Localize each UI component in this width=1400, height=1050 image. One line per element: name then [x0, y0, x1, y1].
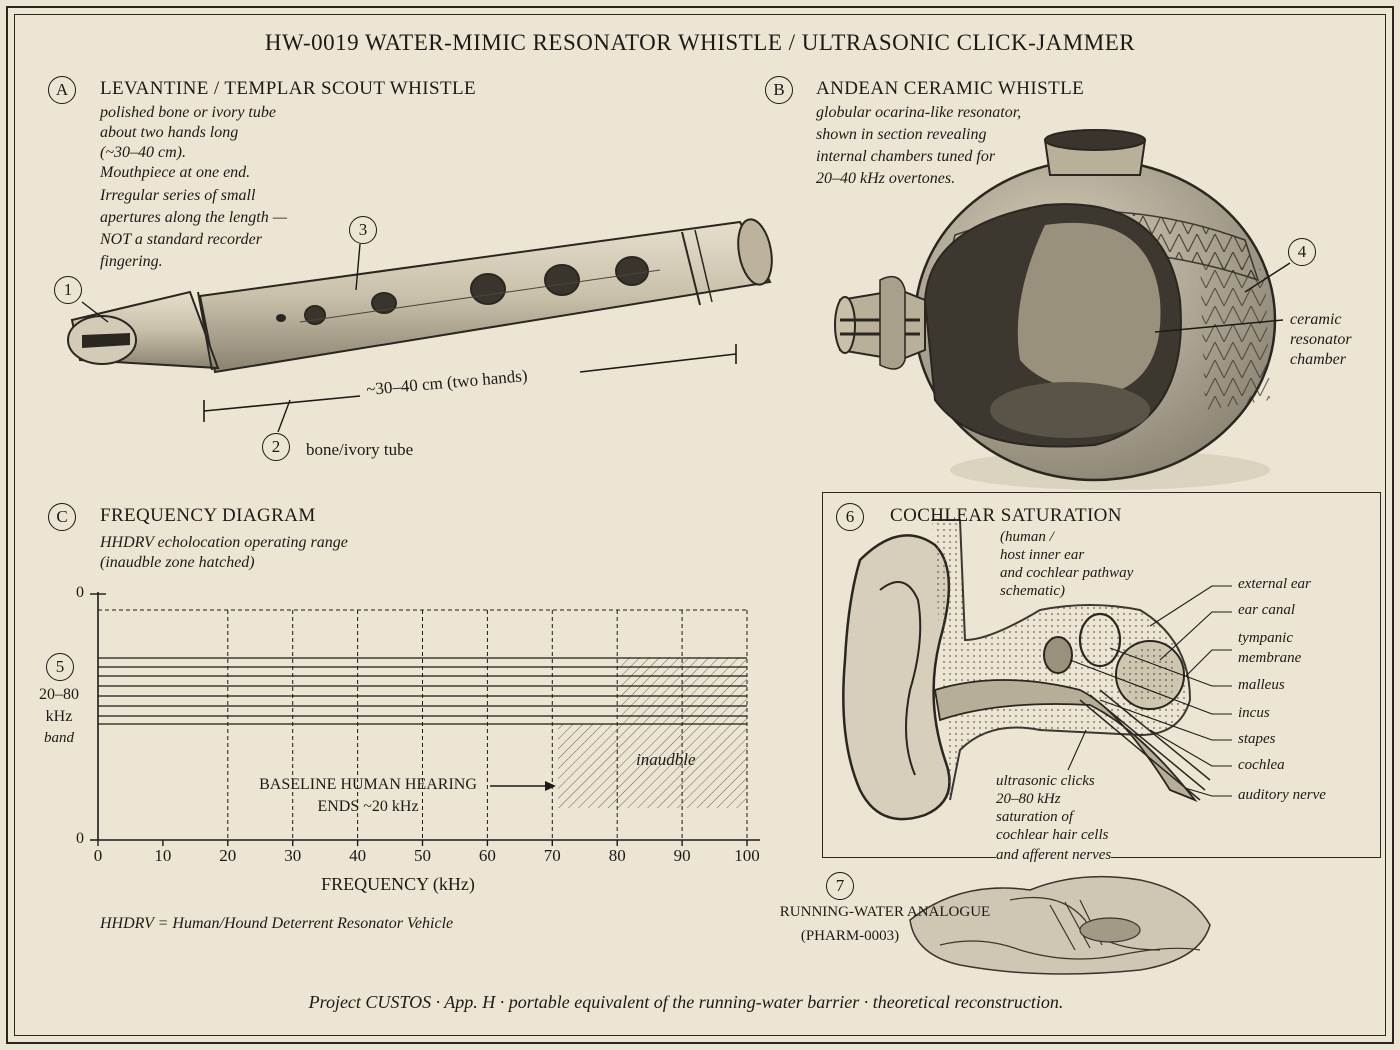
- x-tick-marks: [97, 840, 748, 846]
- band-label-2: kHz: [45, 708, 73, 725]
- panel-a-marker: A: [48, 76, 76, 104]
- chamber-label-1: ceramic: [1290, 311, 1342, 328]
- click-note-5: and afferent nerves: [996, 846, 1112, 864]
- panel-a-description-8: fingering.: [100, 253, 163, 270]
- panel-a-description-6: apertures along the length —: [100, 209, 287, 226]
- label-membrane: membrane: [1238, 650, 1302, 666]
- callout-7: 7: [826, 872, 854, 900]
- x-tick-label-0: 0: [93, 846, 103, 865]
- panel-6-heading: COCHLEAR SATURATION: [890, 505, 1122, 526]
- x-tick-label-40: 40: [349, 846, 367, 865]
- ear-drawing: [842, 519, 1211, 821]
- callout-4: 4: [1288, 238, 1316, 266]
- band-label-1: 20–80: [39, 686, 79, 703]
- x-tick-label-30: 30: [284, 846, 302, 865]
- panel-b-description-4: 20–40 kHz overtones.: [816, 170, 956, 187]
- label-incus: incus: [1238, 705, 1270, 721]
- x-tick-label-60: 60: [478, 846, 496, 865]
- footer-caption: Project CUSTOS · App. H · portable equiv…: [308, 992, 1064, 1012]
- panel-a-description-2: about two hands long: [100, 124, 239, 141]
- hatched-inaudible-zone: [558, 724, 747, 808]
- leader-chamber: [1154, 319, 1284, 333]
- panel-6-description-4: schematic): [1000, 583, 1065, 599]
- chamber-label-3: chamber: [1290, 351, 1346, 368]
- panel-b-description-2: shown in section revealing: [816, 126, 987, 143]
- x-tick-label-70: 70: [543, 846, 561, 865]
- x-tick-label-80: 80: [608, 846, 626, 865]
- leader-3: [355, 243, 361, 291]
- click-note-3: saturation of: [996, 809, 1074, 825]
- panel-b-description-3: internal chambers tuned for: [816, 148, 996, 165]
- leader-2: [277, 399, 291, 433]
- callout-3: 3: [349, 216, 377, 244]
- panel-a-description-3: (~30–40 cm).: [100, 144, 186, 161]
- panel-a-description-1: polished bone or ivory tube: [100, 104, 276, 121]
- baseline-label-2: ENDS ~20 kHz: [317, 798, 419, 815]
- band-label-3: band: [44, 730, 74, 746]
- inner-frame: [14, 14, 1386, 1036]
- label-auditory-nerve: auditory nerve: [1238, 787, 1326, 803]
- hhdrv-footnote: HHDRV = Human/Hound Deterrent Resonator …: [100, 915, 454, 932]
- callout-1: 1: [54, 276, 82, 304]
- leader-1: [81, 301, 109, 323]
- label-external-ear: external ear: [1238, 576, 1311, 592]
- running-water-drawing: [909, 875, 1211, 975]
- band-lines: [98, 657, 747, 725]
- panel-6-description-3: and cochlear pathway: [1000, 565, 1134, 581]
- dimension-line: [203, 344, 737, 422]
- panel-6-description-2: host inner ear: [1000, 547, 1085, 563]
- panel-c-marker: C: [48, 503, 76, 531]
- panel-7-label-1: RUNNING-WATER ANALOGUE: [779, 904, 991, 920]
- panel-7-label-2: (PHARM-0003): [800, 928, 900, 944]
- panel-b-marker: B: [765, 76, 793, 104]
- sheet-title: HW-0019 WATER-MIMIC RESONATOR WHISTLE / …: [264, 30, 1136, 55]
- label-stapes: stapes: [1238, 731, 1276, 747]
- chamber-label-2: resonator: [1290, 331, 1352, 348]
- label-cochlea: cochlea: [1238, 757, 1285, 773]
- y-tick-bottom: 0: [76, 830, 84, 847]
- click-note-4: cochlear hair cells: [996, 827, 1109, 843]
- panel-a-description-4: Mouthpiece at one end.: [100, 164, 251, 181]
- ceramic-whistle-drawing: [834, 129, 1277, 490]
- panel-c-heading: FREQUENCY DIAGRAM: [100, 505, 316, 526]
- y-tick-top: 0: [76, 584, 84, 601]
- x-axis-label: FREQUENCY (kHz): [321, 874, 475, 894]
- panel-a-description-5: Irregular series of small: [100, 187, 256, 204]
- leader-4: [1244, 262, 1291, 293]
- inaudible-label: inaudble: [636, 750, 696, 769]
- panel-c-description-1: HHDRV echolocation operating range: [100, 534, 348, 551]
- click-note-1: ultrasonic clicks: [996, 773, 1095, 789]
- panel-a-heading: LEVANTINE / TEMPLAR SCOUT WHISTLE: [100, 78, 476, 99]
- panel-b-description-1: globular ocarina-like resonator,: [816, 104, 1022, 121]
- x-tick-label-50: 50: [414, 846, 431, 865]
- callout-6: 6: [836, 503, 864, 531]
- callout-5: 5: [46, 653, 74, 681]
- panel-b-heading: ANDEAN CERAMIC WHISTLE: [816, 78, 1085, 99]
- callout-2: 2: [262, 433, 290, 461]
- tube-label: bone/ivory tube: [306, 440, 414, 459]
- click-note-2: 20–80 kHz: [996, 791, 1061, 807]
- frequency-chart: [90, 592, 760, 846]
- bone-whistle-drawing: [67, 218, 773, 374]
- panel-a-description-7: NOT a standard recorder: [100, 231, 262, 248]
- panel-6-description-1: (human /: [1000, 529, 1054, 545]
- outer-frame: [6, 6, 1394, 1044]
- hatched-band-zone: [621, 657, 747, 724]
- x-tick-label-100: 100: [734, 846, 760, 865]
- x-tick-label-10: 10: [154, 846, 172, 865]
- x-tick-label-20: 20: [219, 846, 237, 865]
- baseline-label-1: BASELINE HUMAN HEARING: [259, 776, 477, 793]
- ear-leaders: [1067, 585, 1232, 797]
- label-malleus: malleus: [1238, 677, 1285, 693]
- x-tick-label-90: 90: [673, 846, 691, 865]
- label-tympanic: tympanic: [1238, 630, 1293, 646]
- label-ear-canal: ear canal: [1238, 602, 1296, 618]
- chart-gridlines: [227, 610, 748, 840]
- panel-c-description-2: (inaudble zone hatched): [100, 554, 255, 571]
